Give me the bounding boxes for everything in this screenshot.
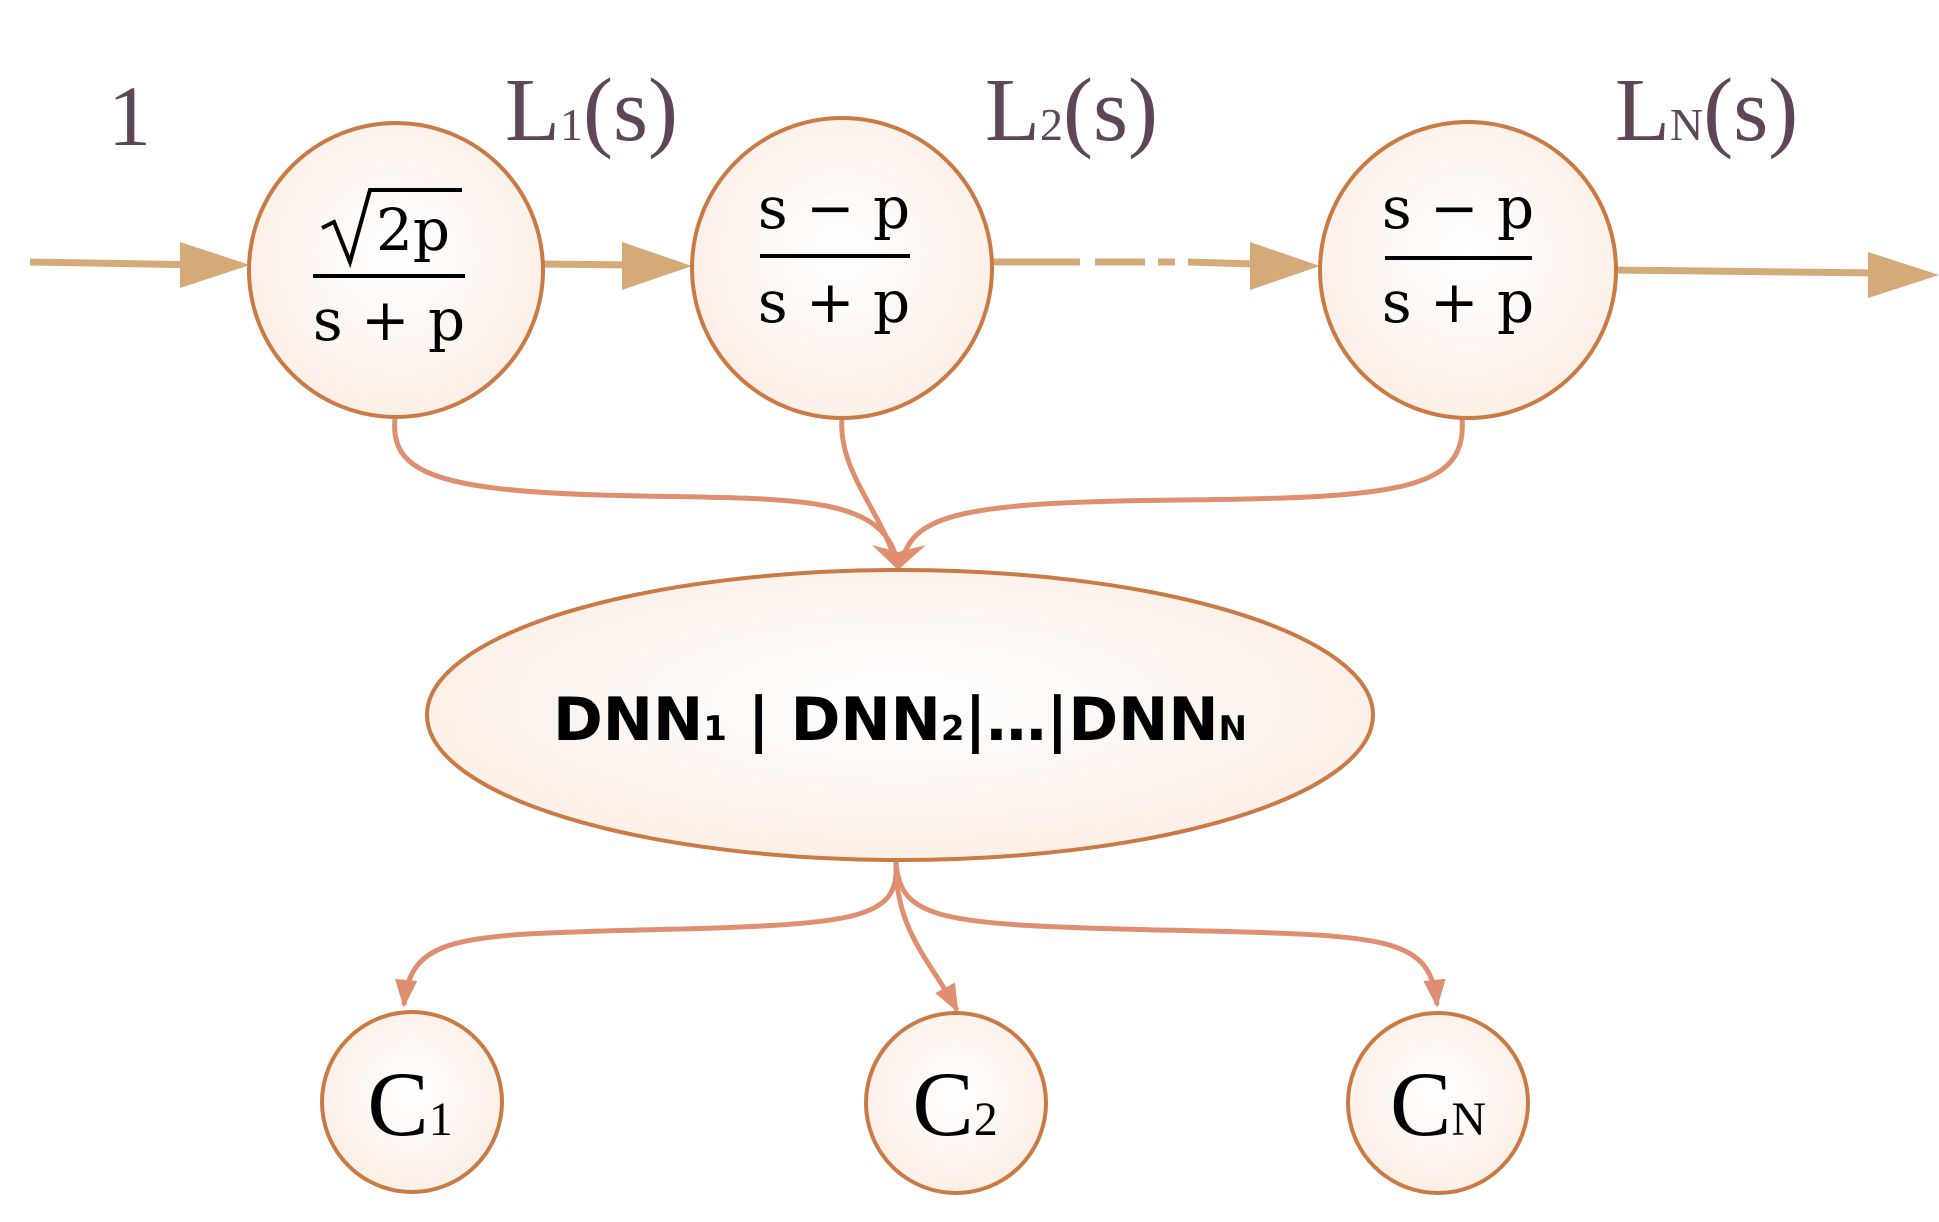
svg-text:CN: CN [1390,1053,1486,1155]
stage1-numerator: 2p [321,188,462,269]
stage1-numerator-text: 2p [376,196,450,264]
dnn-label: DNN1 | DNN2|…|DNNN [553,685,1247,755]
stage2-to-stagen-arrowhead [1250,242,1320,290]
dnn-to-c2-curve [893,861,960,1013]
chain-arrows [29,242,1939,298]
dnn-to-output-curves [395,861,1446,1013]
stage1-to-dnn-curve [392,417,900,561]
input-arrowhead [180,242,250,288]
stage-label-1: L1(s) [505,61,678,160]
stage-label-n: LN(s) [1615,61,1798,160]
stagen-numerator: s − p [1382,174,1534,242]
output-node-cn: CN [1346,1011,1530,1195]
stage-node-n: s − p s + p [1318,120,1618,420]
stage-label-2: L2(s) [985,61,1158,160]
stage1-to-stage2-arrowhead [622,242,692,290]
stage-node-1: 2p s + p [247,121,545,419]
stage2-to-dnn-curve [839,417,898,561]
dnn-node: DNN1 | DNN2|…|DNNN [425,568,1375,862]
dnn-to-cn-curve [893,861,1446,1008]
input-label: 1 [108,68,151,164]
output-node-c1: C1 [320,1010,504,1194]
dnn-input-arrowhead [872,545,926,570]
svg-text:C1: C1 [367,1053,452,1155]
output-arrowhead [1868,252,1939,298]
output-arrow [1611,266,1881,277]
stage2-to-stagen-dashed-arrow [985,258,1256,268]
stage2-numerator: s − p [758,174,910,242]
stagen-to-dnn-curve [899,417,1465,561]
dnn-to-c1-curve [395,861,899,1008]
input-arrow [29,258,206,269]
sqrt-symbol [321,188,462,269]
stagen-denominator: s + p [1382,268,1534,336]
stage-to-dnn-curves [392,417,1465,561]
svg-text:C2: C2 [912,1053,997,1155]
stage1-denominator: s + p [313,286,465,354]
stage-node-2: s − p s + p [690,116,994,420]
stage2-denominator: s + p [758,268,910,336]
output-node-c2: C2 [864,1011,1048,1195]
